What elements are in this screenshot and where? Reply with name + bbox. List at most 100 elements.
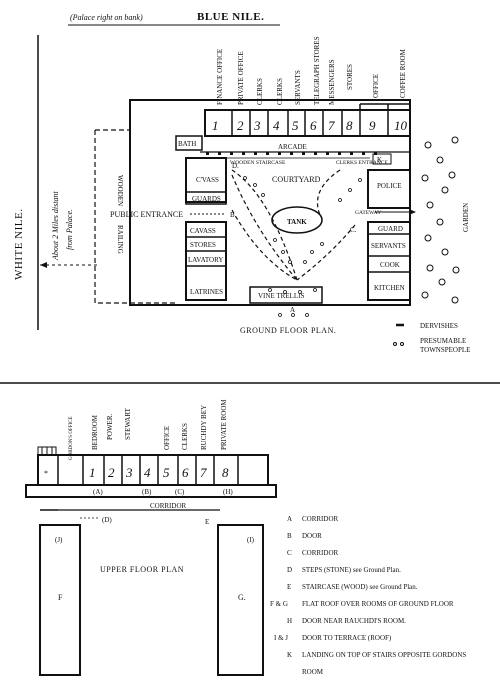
ground-room-number: 4 bbox=[273, 118, 280, 133]
courtyard-label: COURTYARD bbox=[272, 175, 321, 184]
left-room-label: CAVASS bbox=[190, 227, 216, 235]
svg-text:F & G: F & G bbox=[270, 600, 288, 608]
wooden-label: WOODEN bbox=[116, 175, 124, 206]
ground-room-number: 9 bbox=[369, 118, 376, 133]
bath-room bbox=[175, 135, 203, 151]
ground-room-number: 7 bbox=[328, 118, 335, 133]
upper-room-label: POWER. bbox=[106, 414, 114, 441]
svg-text:CORRIDOR: CORRIDOR bbox=[302, 515, 339, 523]
ground-legend: DERVISHES PRESUMABLE TOWNSPEOPLE bbox=[393, 322, 470, 354]
wing-g bbox=[217, 524, 264, 676]
svg-text:C: C bbox=[287, 549, 292, 557]
svg-text:LANDING ON TOP OF STAIRS OPPOS: LANDING ON TOP OF STAIRS OPPOSITE GORDON… bbox=[302, 651, 466, 659]
upper-room-number: 5 bbox=[163, 465, 170, 480]
upper-label-g: G. bbox=[238, 593, 246, 602]
svg-text:CORRIDOR: CORRIDOR bbox=[302, 549, 339, 557]
upper-room-label: RUCHDY BEY bbox=[200, 405, 208, 450]
upper-label-c: (C) bbox=[175, 488, 185, 496]
svg-text:FLAT ROOF OVER ROOMS OF GROUND: FLAT ROOF OVER ROOMS OF GROUND FLOOR bbox=[302, 600, 454, 608]
ground-top-rooms bbox=[204, 103, 411, 137]
arcade-label: ARCADE bbox=[278, 143, 307, 151]
room-label: CLERKS bbox=[276, 78, 284, 105]
vine-label: VINE TRELLIS bbox=[258, 292, 304, 300]
garden-label: GARDEN bbox=[462, 203, 470, 232]
right-room-label: SERVANTS bbox=[371, 242, 406, 250]
ground-room-number: 8 bbox=[346, 118, 353, 133]
svg-text:K: K bbox=[287, 651, 292, 659]
header-note: (Palace right on bank) bbox=[70, 13, 143, 22]
right-room-label: KITCHEN bbox=[374, 284, 405, 292]
svg-text:STAIRCASE (WOOD) see Ground Pl: STAIRCASE (WOOD) see Ground Plan. bbox=[302, 583, 418, 591]
room-label: COFFEE ROOM bbox=[399, 48, 407, 98]
staircase-box bbox=[372, 153, 392, 165]
room-label: FINANCE OFFICE bbox=[216, 49, 224, 105]
cavass-small-label: C'VASS bbox=[196, 176, 219, 184]
upper-label-i: (I) bbox=[247, 536, 255, 544]
upper-room-label: STEWART bbox=[124, 407, 132, 440]
bath-label: BATH bbox=[178, 140, 196, 148]
upper-room-number: 6 bbox=[182, 465, 189, 480]
ground-floor-title: GROUND FLOOR PLAN. bbox=[240, 326, 336, 335]
letter-b: B. bbox=[230, 211, 237, 219]
left-rooms-block bbox=[185, 221, 227, 301]
upper-key: A CORRIDOR B DOOR C CORRIDOR D STEPS (ST… bbox=[270, 515, 466, 676]
police-label: POLICE bbox=[377, 182, 402, 190]
upper-label-e: E bbox=[205, 518, 209, 526]
left-room-label: LAVATORY bbox=[188, 256, 223, 264]
gateway-arrow-icon bbox=[409, 209, 416, 215]
ground-room-number: 1 bbox=[212, 118, 219, 133]
room-label: PRIVATE OFFICE bbox=[237, 51, 245, 105]
room-label: MESSENGERS bbox=[328, 59, 336, 105]
dervish-paths bbox=[231, 169, 356, 281]
room-label: STORES bbox=[346, 64, 354, 90]
ground-room-number: 10 bbox=[394, 118, 408, 133]
cavass-room bbox=[185, 157, 227, 203]
white-nile-label: WHITE NILE. bbox=[13, 209, 25, 280]
upper-label-d: (D) bbox=[102, 516, 112, 524]
svg-text:STEPS (STONE) see Ground Plan.: STEPS (STONE) see Ground Plan. bbox=[302, 566, 401, 574]
upper-corridor-band bbox=[25, 484, 277, 498]
svg-text:I & J: I & J bbox=[274, 634, 288, 642]
police-room bbox=[367, 169, 411, 209]
legend-townspeople-1: PRESUMABLE bbox=[420, 337, 466, 345]
ground-room-number: 6 bbox=[310, 118, 317, 133]
ground-room-number: 5 bbox=[292, 118, 299, 133]
legend-dervishes: DERVISHES bbox=[420, 322, 458, 330]
letter-c: C. bbox=[350, 226, 357, 234]
room-label: OFFICE bbox=[372, 74, 380, 98]
ground-room-number: 2 bbox=[237, 118, 244, 133]
upper-label-b: (B) bbox=[142, 488, 152, 496]
right-room-label: GUARD bbox=[378, 225, 403, 233]
left-room-label: LATRINES bbox=[190, 288, 223, 296]
upper-room-number: 8 bbox=[222, 465, 229, 480]
right-rooms-block bbox=[367, 221, 411, 301]
distance-line-2: from Palace. bbox=[65, 209, 74, 250]
dashed-boundary bbox=[94, 130, 175, 304]
left-room-label: STORES bbox=[190, 241, 216, 249]
svg-text:DOOR NEAR RAUCHDI'S ROOM.: DOOR NEAR RAUCHDI'S ROOM. bbox=[302, 617, 406, 625]
ground-room-number: 3 bbox=[253, 118, 261, 133]
upper-label-h: (H) bbox=[223, 488, 233, 496]
svg-text:H: H bbox=[287, 617, 292, 625]
gateway-label: GATEWAY bbox=[355, 210, 381, 216]
svg-text:K: K bbox=[377, 156, 382, 164]
clerks-entrance-label: CLERKS ENTRANCE bbox=[336, 160, 388, 166]
svg-text:A: A bbox=[287, 515, 292, 523]
tank-label: TANK bbox=[287, 218, 307, 226]
letter-a: A bbox=[290, 306, 295, 314]
svg-text:B: B bbox=[287, 532, 292, 540]
upper-room-number: 3 bbox=[125, 465, 133, 480]
townspeople-dots bbox=[243, 176, 362, 317]
guards-label: GUARDS bbox=[192, 195, 221, 203]
room-label: CLERKS bbox=[256, 78, 264, 105]
guards-room bbox=[185, 191, 227, 205]
arrow-head-icon bbox=[40, 262, 47, 268]
svg-text:DOOR: DOOR bbox=[302, 532, 322, 540]
letter-d: D. bbox=[232, 162, 239, 170]
svg-text:ROOM: ROOM bbox=[302, 668, 324, 676]
tank-shape bbox=[271, 206, 323, 234]
legend-townspeople-2: TOWNSPEOPLE bbox=[420, 346, 470, 354]
railing-label: RAILING bbox=[116, 225, 124, 254]
